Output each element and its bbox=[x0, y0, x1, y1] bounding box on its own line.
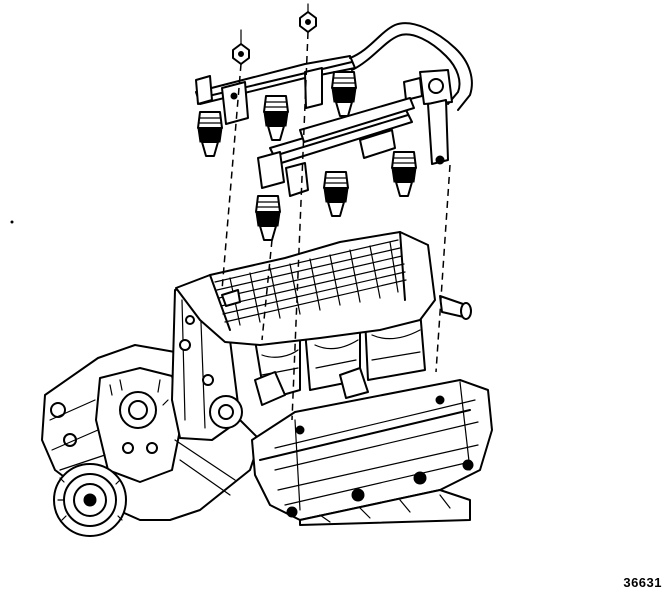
injector-2 bbox=[263, 95, 289, 141]
nut-left bbox=[232, 29, 250, 65]
valve-cover bbox=[251, 379, 493, 526]
injector-3 bbox=[331, 71, 357, 117]
nut-right bbox=[299, 3, 317, 33]
crank-pulley bbox=[53, 463, 127, 537]
fuel-injectors bbox=[197, 71, 417, 241]
fuel-rail-upper bbox=[195, 55, 356, 125]
pcv-fitting bbox=[439, 295, 472, 320]
alignment-lines bbox=[221, 31, 451, 421]
injector-4 bbox=[255, 195, 281, 241]
plenum-ribs bbox=[214, 239, 407, 326]
fuel-crossover-pipe bbox=[349, 22, 473, 165]
retaining-nuts bbox=[232, 3, 317, 65]
plenum bbox=[175, 231, 436, 346]
injector-5 bbox=[323, 171, 349, 217]
figure-number: 36631 bbox=[623, 575, 662, 590]
fuel-rail-lower bbox=[257, 97, 415, 197]
injector-6 bbox=[391, 151, 417, 197]
injector-1 bbox=[197, 111, 223, 157]
